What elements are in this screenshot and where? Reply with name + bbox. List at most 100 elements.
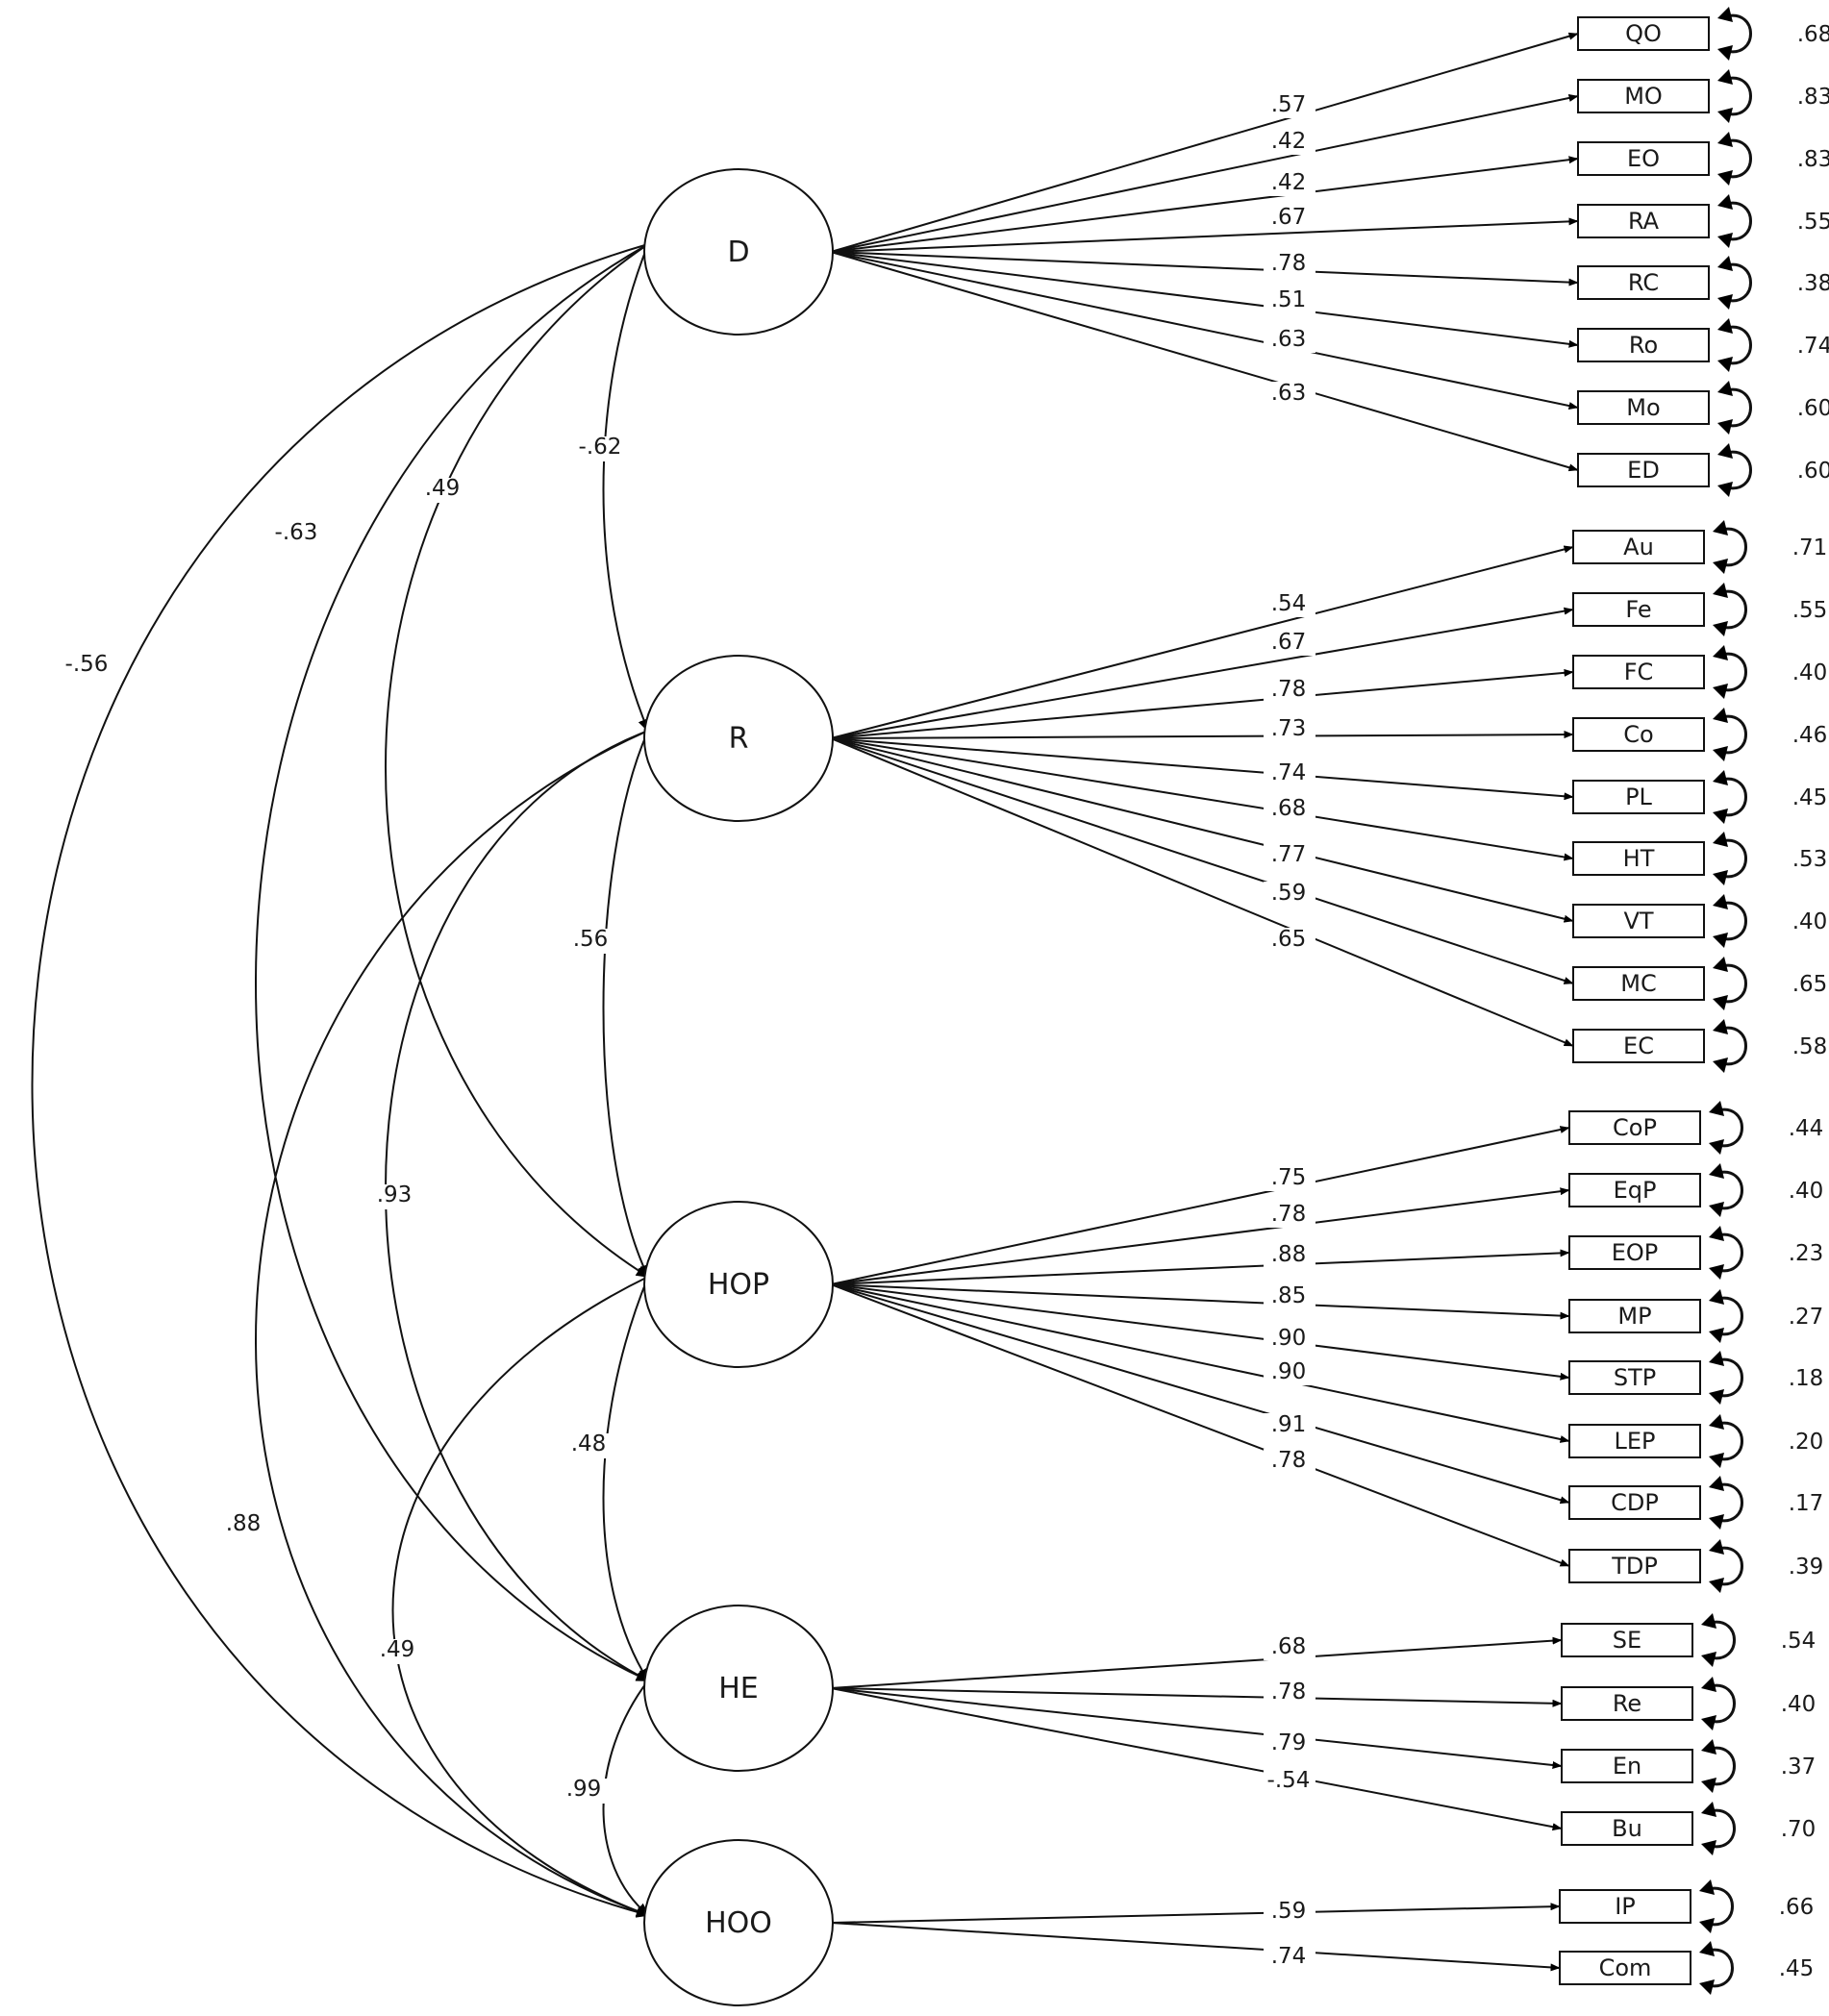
loading-label-eo: .42 (1271, 170, 1307, 195)
error-arrowhead-down (1709, 1202, 1724, 1217)
correlation-label-bg (369, 1184, 419, 1209)
error-variance-tdp: .39 (1789, 1555, 1824, 1580)
indicator-eop[interactable]: EOP.23 (1568, 1226, 1823, 1280)
error-arrowhead-up (1717, 69, 1733, 85)
error-arrowhead-down (1709, 1514, 1724, 1530)
indicator-mo[interactable]: MO.83 (1577, 69, 1829, 123)
loading-path-en (830, 1687, 1563, 1769)
indicator-label-tdp: TDP (1611, 1553, 1658, 1580)
error-arrowhead-down (1713, 995, 1728, 1010)
indicator-eqp[interactable]: EqP.40 (1568, 1163, 1823, 1217)
indicator-co[interactable]: Co.46 (1572, 708, 1827, 761)
loading-label-bg (1264, 1203, 1315, 1228)
error-arrowhead-up (1713, 1019, 1728, 1034)
correlation-label-he-hoo: .99 (566, 1777, 602, 1802)
indicator-box (1577, 204, 1710, 238)
error-loop-icon (1720, 652, 1747, 692)
error-loop-icon (1709, 1746, 1736, 1786)
loading-path-eop (830, 1249, 1570, 1285)
latent-d[interactable]: D (643, 168, 834, 336)
loading-label-bg (1264, 171, 1315, 196)
indicator-mp[interactable]: MP.27 (1568, 1289, 1823, 1343)
latent-he[interactable]: HE (643, 1605, 834, 1772)
indicator-mo[interactable]: Mo .60 (1577, 381, 1829, 435)
indicator-bu[interactable]: Bu.70 (1561, 1802, 1816, 1855)
correlation-label-bg (218, 1513, 268, 1538)
error-variance-mo: .60 (1797, 396, 1829, 421)
correlation-label-d-hop: .49 (425, 476, 461, 501)
indicator-label-ra: RA (1628, 208, 1660, 235)
indicator-box (1568, 1299, 1701, 1333)
latent-hoo[interactable]: HOO (643, 1839, 834, 2006)
indicator-label-mp: MP (1617, 1303, 1651, 1330)
error-arrowhead-down (1709, 1139, 1724, 1155)
loading-path-vt (830, 737, 1574, 923)
correlation-label-d-r: -.62 (579, 435, 622, 460)
indicator-label-en: En (1613, 1753, 1641, 1780)
indicator-label-eqp: EqP (1614, 1177, 1657, 1204)
indicator-fe[interactable]: Fe.55 (1572, 583, 1827, 636)
indicator-ec[interactable]: EC.58 (1572, 1019, 1827, 1073)
indicator-vt[interactable]: VT.40 (1572, 894, 1827, 948)
error-variance-cdp: .17 (1789, 1491, 1824, 1516)
indicator-au[interactable]: Au.71 (1572, 520, 1827, 574)
indicator-ro[interactable]: Ro.74 (1577, 318, 1829, 372)
indicator-qo[interactable]: QO.68 (1577, 7, 1829, 61)
loading-label-bg (1264, 328, 1315, 353)
indicator-ip[interactable]: IP.66 (1559, 1879, 1815, 1933)
indicator-cop[interactable]: CoP.44 (1568, 1101, 1823, 1155)
error-loop-icon (1720, 1026, 1747, 1066)
error-arrowhead-up (1713, 894, 1728, 909)
loading-label-ro: .51 (1271, 287, 1307, 312)
indicator-fc[interactable]: FC.40 (1572, 645, 1828, 699)
indicator-rc[interactable]: RC.38 (1577, 256, 1829, 310)
error-variance-mc: .65 (1792, 972, 1828, 997)
error-variance-ra: .55 (1797, 210, 1829, 235)
indicator-ra[interactable]: RA .55 (1577, 194, 1829, 248)
indicator-cdp[interactable]: CDP.17 (1568, 1476, 1824, 1530)
indicator-com[interactable]: Com.45 (1559, 1941, 1815, 1995)
error-variance-com: .45 (1779, 1956, 1815, 1981)
indicator-tdp[interactable]: TDP .39 (1568, 1539, 1824, 1593)
loading-path-stp (830, 1283, 1570, 1381)
indicator-en[interactable]: En.37 (1561, 1739, 1816, 1793)
loading-path-mc (830, 737, 1574, 984)
loading-path-au (830, 545, 1574, 739)
error-variance-ip: .66 (1779, 1895, 1815, 1920)
indicator-pl[interactable]: PL.45 (1572, 770, 1827, 824)
error-arrowhead-down (1709, 1328, 1724, 1343)
indicator-re[interactable]: Re.40 (1561, 1677, 1816, 1730)
loading-label-ed: .63 (1271, 381, 1307, 406)
error-arrowhead-up (1717, 443, 1733, 459)
error-arrowhead-down (1717, 482, 1733, 497)
indicator-ed[interactable]: ED.60 (1577, 443, 1829, 497)
loading-label-bg (1264, 928, 1315, 953)
error-arrowhead-up (1709, 1351, 1724, 1366)
latent-r[interactable]: R (643, 655, 834, 822)
indicator-eo[interactable]: EO.83 (1577, 132, 1829, 186)
indicator-ht[interactable]: HT.53 (1572, 832, 1827, 885)
indicator-lep[interactable]: LEP.20 (1568, 1414, 1823, 1468)
loading-path-lep (830, 1283, 1570, 1443)
indicator-label-cop: CoP (1613, 1114, 1657, 1141)
loading-label-bg (1264, 1900, 1315, 1925)
error-loop-icon (1716, 1546, 1743, 1586)
error-arrowhead-up (1713, 583, 1728, 598)
error-loop-icon (1720, 963, 1747, 1004)
error-arrowhead-up (1717, 381, 1733, 396)
error-variance-fc: .40 (1792, 660, 1828, 685)
error-loop-icon (1716, 1296, 1743, 1336)
latent-hop[interactable]: HOP (643, 1201, 834, 1368)
indicator-box (1577, 328, 1710, 362)
error-arrowhead-up (1699, 1879, 1715, 1895)
indicator-box (1572, 780, 1705, 814)
loading-label-re: .78 (1271, 1680, 1307, 1705)
loading-label-bg (1264, 1769, 1315, 1794)
loading-path-pl (830, 737, 1574, 801)
indicator-mc[interactable]: MC.65 (1572, 957, 1828, 1010)
indicator-label-mo: Mo (1626, 394, 1660, 421)
indicator-stp[interactable]: STP.18 (1568, 1351, 1823, 1405)
indicator-se[interactable]: SE.54 (1561, 1613, 1816, 1667)
loading-label-bg (1264, 1166, 1315, 1191)
error-loop-icon (1725, 450, 1752, 490)
